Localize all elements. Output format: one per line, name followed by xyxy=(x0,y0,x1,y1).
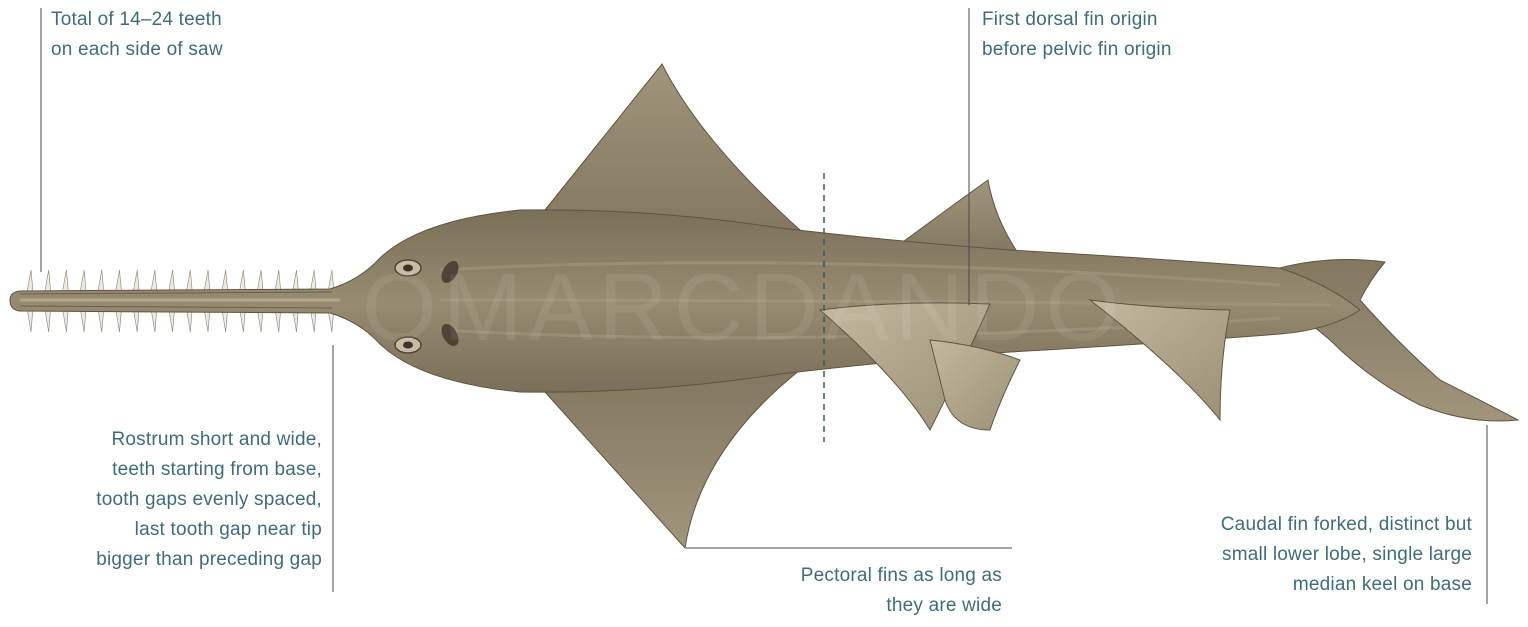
annotation-teeth: Total of 14–24 teeth on each side of saw xyxy=(51,5,223,65)
rostral-tooth xyxy=(80,270,86,292)
annotation-pectoral-fin: Pectoral fins as long as they are wide xyxy=(801,561,1002,621)
annotation-teeth-line: on each side of saw xyxy=(51,35,223,65)
rostral-tooth xyxy=(239,270,245,292)
annotation-dorsal-fin: First dorsal fin origin before pelvic fi… xyxy=(982,5,1172,65)
annotation-rostrum-line: last tooth gap near tip xyxy=(96,515,322,545)
annotation-teeth-line: Total of 14–24 teeth xyxy=(51,5,223,35)
rostral-tooth xyxy=(186,270,192,292)
annotation-rostrum-line: bigger than preceding gap xyxy=(96,545,322,575)
annotation-rostrum-line: Rostrum short and wide, xyxy=(96,425,322,455)
rostral-tooth xyxy=(27,308,33,332)
rostral-tooth xyxy=(257,270,263,292)
rostral-tooth xyxy=(98,270,104,292)
rostral-tooth xyxy=(116,270,122,292)
annotation-dorsal-line: before pelvic fin origin xyxy=(982,35,1172,65)
annotation-dorsal-line: First dorsal fin origin xyxy=(982,5,1172,35)
rostral-tooth xyxy=(169,270,175,292)
annotation-pectoral-line: they are wide xyxy=(801,591,1002,621)
annotation-rostrum: Rostrum short and wide, teeth starting f… xyxy=(96,425,322,575)
annotation-rostrum-line: tooth gaps evenly spaced, xyxy=(96,485,322,515)
annotation-rostrum-line: teeth starting from base, xyxy=(96,455,322,485)
rostral-tooth xyxy=(222,270,228,292)
annotation-caudal-line: median keel on base xyxy=(1221,570,1472,600)
rostral-tooth xyxy=(275,270,281,292)
annotation-caudal-line: Caudal fin forked, distinct but xyxy=(1221,510,1472,540)
rostral-tooth xyxy=(62,270,68,292)
watermark: OMARCDANDO xyxy=(362,254,1126,361)
pectoral-fin-upper xyxy=(545,64,800,232)
rostral-tooth xyxy=(204,270,210,292)
rostral-tooth xyxy=(27,270,33,292)
annotation-caudal-line: small lower lobe, single large xyxy=(1221,540,1472,570)
annotation-caudal-fin: Caudal fin forked, distinct but small lo… xyxy=(1221,510,1472,600)
rostral-tooth xyxy=(45,270,51,292)
rostral-tooth xyxy=(133,270,139,292)
annotation-pectoral-line: Pectoral fins as long as xyxy=(801,561,1002,591)
rostral-teeth-top xyxy=(27,270,334,292)
pectoral-fin-lower xyxy=(545,370,800,548)
rostral-tooth xyxy=(151,270,157,292)
rostral-tooth xyxy=(293,270,299,292)
